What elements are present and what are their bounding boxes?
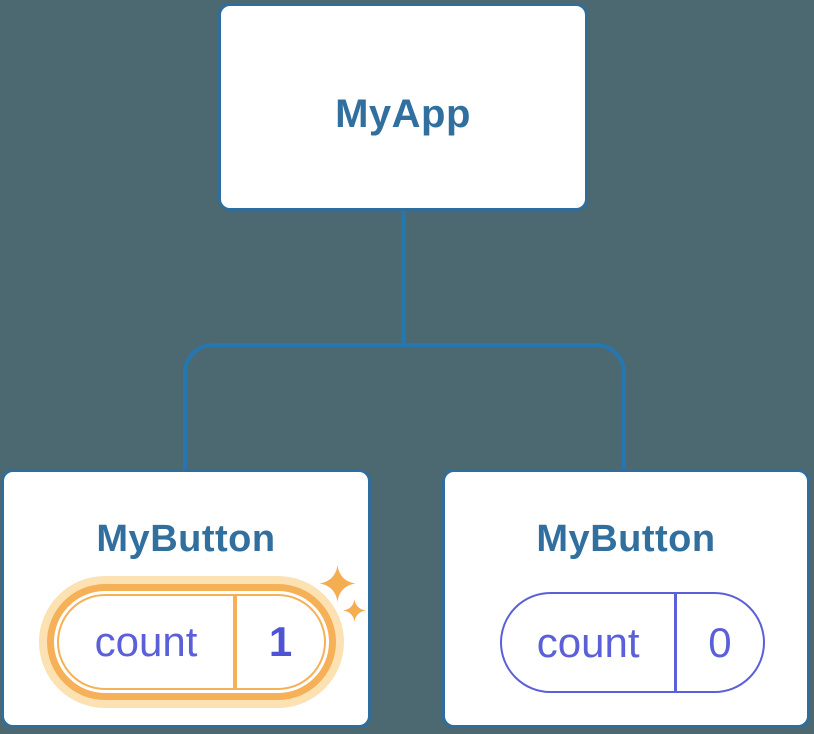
root-component-title: MyApp (335, 91, 471, 136)
sparkle-icon-small (343, 599, 366, 622)
child-component-title: MyButton (536, 518, 716, 560)
state-pill-highlighted: count 1 (39, 576, 344, 708)
state-pill-highlight-ring: count 1 (47, 584, 336, 700)
state-label: count (536, 618, 640, 666)
connector-stem (401, 208, 406, 346)
state-divider (674, 594, 677, 691)
mybutton-card-left: MyButton count 1 (1, 469, 371, 728)
sparkle-icon-large (319, 565, 356, 602)
state-pill: count 1 (57, 594, 326, 690)
state-value: 0 (708, 618, 732, 666)
child-component-title: MyButton (96, 518, 276, 560)
mybutton-card-right: MyButton count 0 (442, 469, 810, 728)
state-value: 1 (268, 618, 293, 665)
state-pill: count 0 (500, 592, 765, 693)
state-divider (233, 596, 237, 688)
state-label: count (94, 618, 198, 665)
myapp-card: MyApp (218, 3, 588, 211)
connector-bracket (183, 343, 626, 472)
